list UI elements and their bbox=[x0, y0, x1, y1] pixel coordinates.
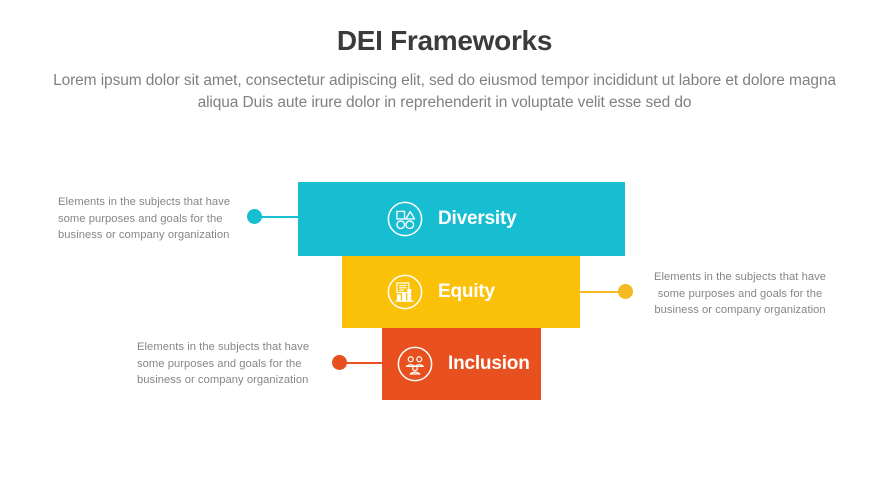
funnel-stage-diversity[interactable]: Diversity bbox=[298, 182, 625, 256]
stage-content-equity: Equity bbox=[386, 273, 495, 311]
connector-dot-inclusion bbox=[332, 355, 347, 370]
stage-label-inclusion: Inclusion bbox=[448, 353, 530, 374]
stage-content-diversity: Diversity bbox=[386, 200, 517, 238]
stage-description-inclusion: Elements in the subjects that have some … bbox=[137, 341, 310, 387]
stage-content-inclusion: Inclusion bbox=[396, 345, 530, 383]
connector-line-inclusion bbox=[340, 362, 384, 364]
funnel-stage-equity[interactable]: Equity bbox=[342, 256, 580, 328]
shapes-icon bbox=[386, 200, 424, 238]
page-title: DEI Frameworks bbox=[336, 25, 553, 56]
chart-document-icon bbox=[386, 273, 424, 311]
stage-description-diversity: Elements in the subjects that have some … bbox=[58, 196, 231, 242]
people-group-icon bbox=[396, 345, 434, 383]
connector-line-diversity bbox=[255, 216, 300, 218]
page-header: DEI Frameworks Lorem ipsum dolor sit ame… bbox=[0, 0, 889, 115]
connector-line-equity bbox=[580, 291, 626, 293]
stage-label-equity: Equity bbox=[438, 281, 495, 302]
stage-description-equity: Elements in the subjects that have some … bbox=[653, 271, 827, 317]
stage-label-diversity: Diversity bbox=[438, 208, 517, 229]
funnel-stage-inclusion[interactable]: Inclusion bbox=[382, 328, 541, 400]
connector-dot-equity bbox=[618, 284, 633, 299]
page-subtitle: Lorem ipsum dolor sit amet, consectetur … bbox=[53, 71, 836, 112]
connector-dot-diversity bbox=[247, 209, 262, 224]
